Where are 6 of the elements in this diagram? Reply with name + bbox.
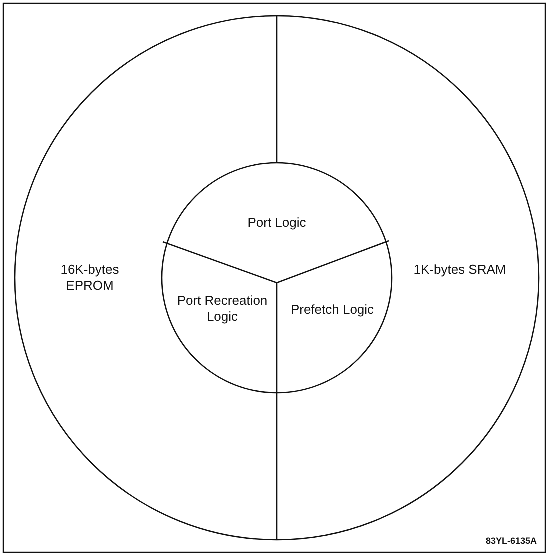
memory-segment-label: 1K-bytes SRAM — [410, 262, 510, 278]
figure-code: 83YL-6135A — [486, 536, 537, 546]
logic-segment-label: Prefetch Logic — [285, 302, 380, 318]
logic-segment-label: Port Recreation Logic — [175, 293, 270, 325]
logic-segment-label: Port Logic — [217, 215, 337, 231]
memory-segment-label: 16K-bytes EPROM — [40, 262, 140, 294]
